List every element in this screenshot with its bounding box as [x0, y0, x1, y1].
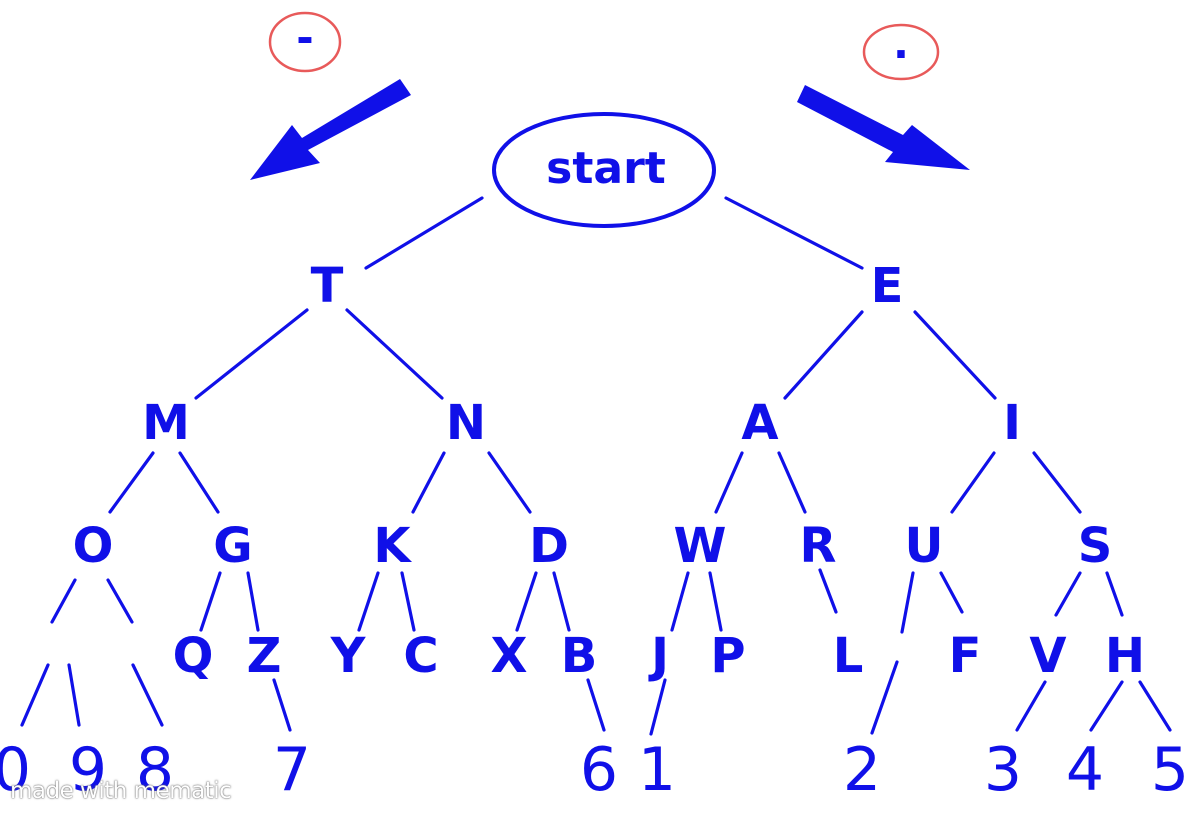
tree-edge [67, 663, 81, 727]
tree-edge [913, 310, 997, 400]
tree-edge [364, 196, 484, 270]
tree-edge [345, 308, 444, 400]
arrow-down-left-icon [250, 79, 411, 180]
tree-edge [106, 578, 134, 624]
tree-node-u: U [905, 518, 944, 574]
tree-edge [20, 663, 50, 727]
tree-node-f: F [949, 628, 982, 684]
tree-node-q: Q [173, 628, 214, 684]
tree-edge [1105, 571, 1124, 617]
tree-node-k: K [373, 518, 412, 574]
legend-dot: . [862, 19, 940, 81]
tree-edge [411, 451, 446, 514]
tree-edge [194, 308, 309, 400]
tree-edge [1089, 680, 1124, 732]
tree-edge [199, 571, 222, 632]
legend-dot-circle [862, 23, 940, 81]
root-node: start [492, 112, 716, 228]
tree-edge [818, 568, 838, 614]
tree-edge [108, 451, 155, 514]
tree-digit-6: 6 [580, 735, 618, 805]
tree-edge [1015, 680, 1047, 732]
tree-node-z: Z [247, 628, 282, 684]
tree-digit-9: 9 [69, 735, 107, 805]
tree-edge [708, 571, 723, 632]
tree-digit-4: 4 [1066, 735, 1104, 805]
tree-edge [586, 678, 606, 732]
tree-node-t: T [311, 258, 344, 314]
tree-edge [1054, 571, 1082, 617]
tree-edge [783, 310, 864, 400]
legend-dash-circle [268, 11, 342, 73]
tree-node-y: Y [330, 628, 367, 684]
tree-node-p: P [710, 628, 745, 684]
legend-dash: - [268, 11, 342, 73]
tree-node-m: M [142, 395, 190, 451]
tree-edge [1032, 451, 1082, 514]
tree-edge [552, 571, 571, 632]
tree-edge [939, 571, 964, 614]
tree-digit-2: 2 [843, 735, 881, 805]
tree-digit-5: 5 [1151, 735, 1189, 805]
tree-node-b: B [561, 628, 598, 684]
tree-edge [357, 571, 380, 632]
tree-node-g: G [213, 518, 252, 574]
arrow-down-right-icon [797, 85, 970, 170]
tree-node-i: I [1003, 395, 1021, 451]
tree-digit-3: 3 [984, 735, 1022, 805]
tree-node-l: L [833, 628, 864, 684]
legend-dot-symbol: . [893, 19, 909, 68]
tree-node-c: C [403, 628, 438, 684]
tree-edge [777, 451, 807, 514]
tree-edge [178, 451, 220, 514]
tree-edge [400, 571, 416, 632]
tree-edges [20, 196, 1172, 736]
tree-digit-1: 1 [638, 735, 676, 805]
tree-node-j: J [648, 628, 669, 684]
tree-node-e: E [871, 258, 904, 314]
tree-edge [272, 678, 292, 732]
tree-node-d: D [529, 518, 569, 574]
watermark: made with mematic [10, 778, 232, 804]
tree-node-r: R [800, 518, 837, 574]
tree-digit-7: 7 [273, 735, 311, 805]
tree-edge [246, 571, 260, 632]
legend-dash-symbol: - [296, 13, 313, 62]
root-ellipse [492, 112, 716, 228]
tree-edge [50, 578, 77, 624]
tree-digit-8: 8 [136, 735, 174, 805]
tree-node-h: H [1105, 628, 1145, 684]
tree-edge [714, 451, 744, 514]
root-label: start [546, 143, 666, 194]
tree-edge [649, 678, 667, 736]
tree-edge [487, 451, 532, 514]
tree-edge [900, 571, 915, 634]
tree-node-a: A [741, 395, 778, 451]
tree-digit-0: 0 [0, 735, 31, 805]
tree-node-w: W [674, 518, 727, 574]
tree-edge [724, 196, 864, 270]
tree-edge [515, 571, 538, 632]
tree-edge [131, 663, 164, 727]
tree-node-o: O [73, 518, 114, 574]
tree-node-x: X [490, 628, 527, 684]
tree-edge [870, 660, 899, 735]
tree-edge [950, 451, 996, 514]
tree-node-v: V [1029, 628, 1066, 684]
tree-node-s: S [1078, 518, 1113, 574]
tree-edge [1138, 680, 1172, 732]
tree-node-n: N [446, 395, 486, 451]
tree-edge [670, 571, 690, 632]
